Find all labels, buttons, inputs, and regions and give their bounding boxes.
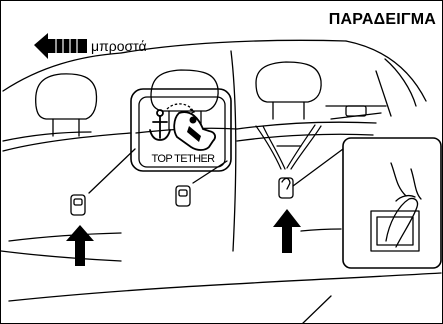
headrest-right bbox=[256, 62, 321, 119]
headrest-left bbox=[36, 74, 97, 136]
top-tether-label: TOP TETHER bbox=[140, 153, 226, 165]
arrow-up-icon bbox=[273, 209, 301, 253]
arrow-left-icon bbox=[34, 33, 87, 59]
parcel-shelf bbox=[326, 106, 386, 119]
anchor-detail-drawing bbox=[371, 163, 421, 251]
anchor-detail-box bbox=[343, 138, 441, 268]
front-direction-label: μπροστά bbox=[91, 38, 147, 54]
tether-strap bbox=[256, 125, 321, 169]
anchor-bracket-right bbox=[279, 178, 293, 198]
figure-title: ΠΑΡΑΔΕΙΓΜΑ bbox=[329, 11, 436, 29]
cabin-outline bbox=[1, 40, 441, 324]
callout-line-left bbox=[89, 149, 135, 193]
anchor-bracket-left bbox=[71, 195, 85, 215]
anchor-bracket-middle bbox=[176, 186, 190, 206]
seatback-left bbox=[3, 132, 131, 241]
